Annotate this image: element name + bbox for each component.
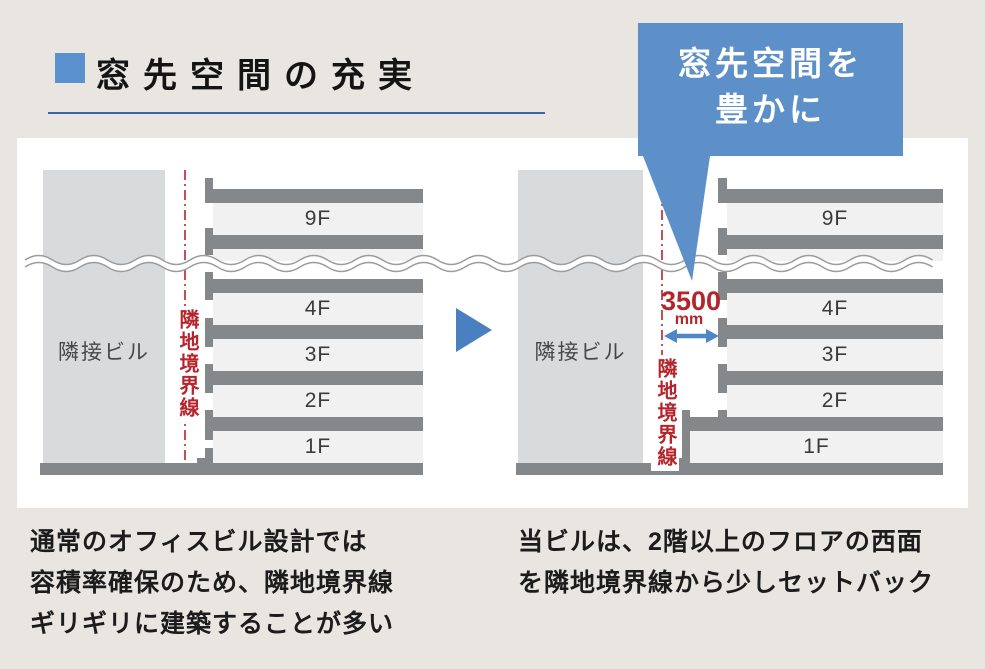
caption-left: 通常のオフィスビル設計では 容積率確保のため、隣地境界線 ギリギリに建築すること…	[30, 522, 394, 645]
floor-space-1f: 1F	[213, 431, 423, 463]
floor-space-2f: 2F	[727, 385, 943, 417]
wall-segment	[718, 364, 727, 393]
adjacent-building-left: 隣接ビル	[43, 170, 165, 466]
caption-right: 当ビルは、2階以上のフロアの西面 を隣地境界線から少しセットバック	[518, 522, 934, 604]
floor-space-3f: 3F	[727, 339, 943, 371]
floor-label: 3F	[304, 343, 332, 366]
wall-segment	[205, 178, 213, 203]
floor-label: 2F	[304, 389, 332, 412]
boundary-line-label-left: 隣地境界線	[173, 306, 201, 422]
floor-space-9f: 9F	[213, 203, 423, 235]
floor-label: 9F	[821, 207, 849, 230]
floor-label: 9F	[304, 207, 332, 230]
floor-slab	[206, 371, 423, 385]
wall-segment	[205, 318, 213, 347]
floor-space-1f: 1F	[690, 431, 943, 463]
adjacent-building-label: 隣接ビル	[58, 341, 150, 364]
floor-slab	[206, 417, 423, 431]
floor-slab	[721, 279, 943, 293]
caption-right-line2: を隣地境界線から少しセットバック	[518, 569, 935, 597]
floor-label: 4F	[821, 297, 849, 320]
floor-slab	[721, 325, 943, 339]
wall-segment	[718, 272, 727, 300]
wall-segment	[718, 228, 727, 255]
callout-box: 窓先空間を 豊かに	[638, 23, 903, 156]
boundary-line-label-right: 隣地境界線	[651, 355, 679, 471]
setback-dimension-unit: mm	[674, 311, 704, 328]
adjacent-building-label: 隣接ビル	[534, 341, 627, 364]
setback-dimension-value: 3500	[660, 286, 722, 316]
title-underline	[48, 112, 545, 114]
wall-segment-1f	[682, 410, 690, 468]
caption-left-line1: 通常のオフィスビル設計では	[30, 528, 368, 556]
floor-space-3f: 3F	[213, 339, 423, 371]
caption-left-line3: ギリギリに建築することが多い	[30, 610, 395, 638]
floor-slab	[721, 235, 943, 249]
floor-label: 1F	[803, 435, 830, 458]
title-square-icon	[55, 53, 85, 83]
floor-label: 3F	[821, 343, 849, 366]
floor-space-4f: 4F	[727, 293, 943, 325]
wall-segment	[205, 272, 213, 300]
wall-segment	[718, 178, 727, 203]
wall-segment	[205, 228, 213, 255]
page-title: 窓先空間の充実	[96, 57, 425, 95]
roof-slab	[721, 189, 943, 203]
wall-segment	[205, 364, 213, 393]
floor-space-4f: 4F	[213, 293, 423, 325]
floor-space-9f: 9F	[727, 203, 943, 235]
wall-segment	[205, 410, 213, 440]
floor-slab	[206, 279, 423, 293]
callout-line1: 窓先空間を	[678, 45, 863, 82]
floor-slab	[206, 235, 423, 249]
wall-segment	[718, 318, 727, 347]
floor-slab	[721, 371, 943, 385]
floor-label: 2F	[821, 389, 849, 412]
floor-slab-1f	[682, 417, 943, 431]
ground-line-right	[516, 463, 943, 475]
roof-slab	[206, 189, 423, 203]
floor-label: 1F	[304, 435, 332, 458]
floor-slab	[206, 325, 423, 339]
caption-left-line2: 容積率確保のため、隣地境界線	[30, 569, 395, 597]
adjacent-building-right: 隣接ビル	[518, 170, 643, 466]
floor-space-break	[727, 249, 943, 261]
floor-space-2f: 2F	[213, 385, 423, 417]
caption-right-line1: 当ビルは、2階以上のフロアの西面	[518, 528, 923, 556]
floor-label: 4F	[304, 297, 332, 320]
floor-space-break	[213, 249, 423, 261]
ground-line-left	[40, 463, 423, 475]
callout-line2: 豊かに	[715, 91, 826, 128]
